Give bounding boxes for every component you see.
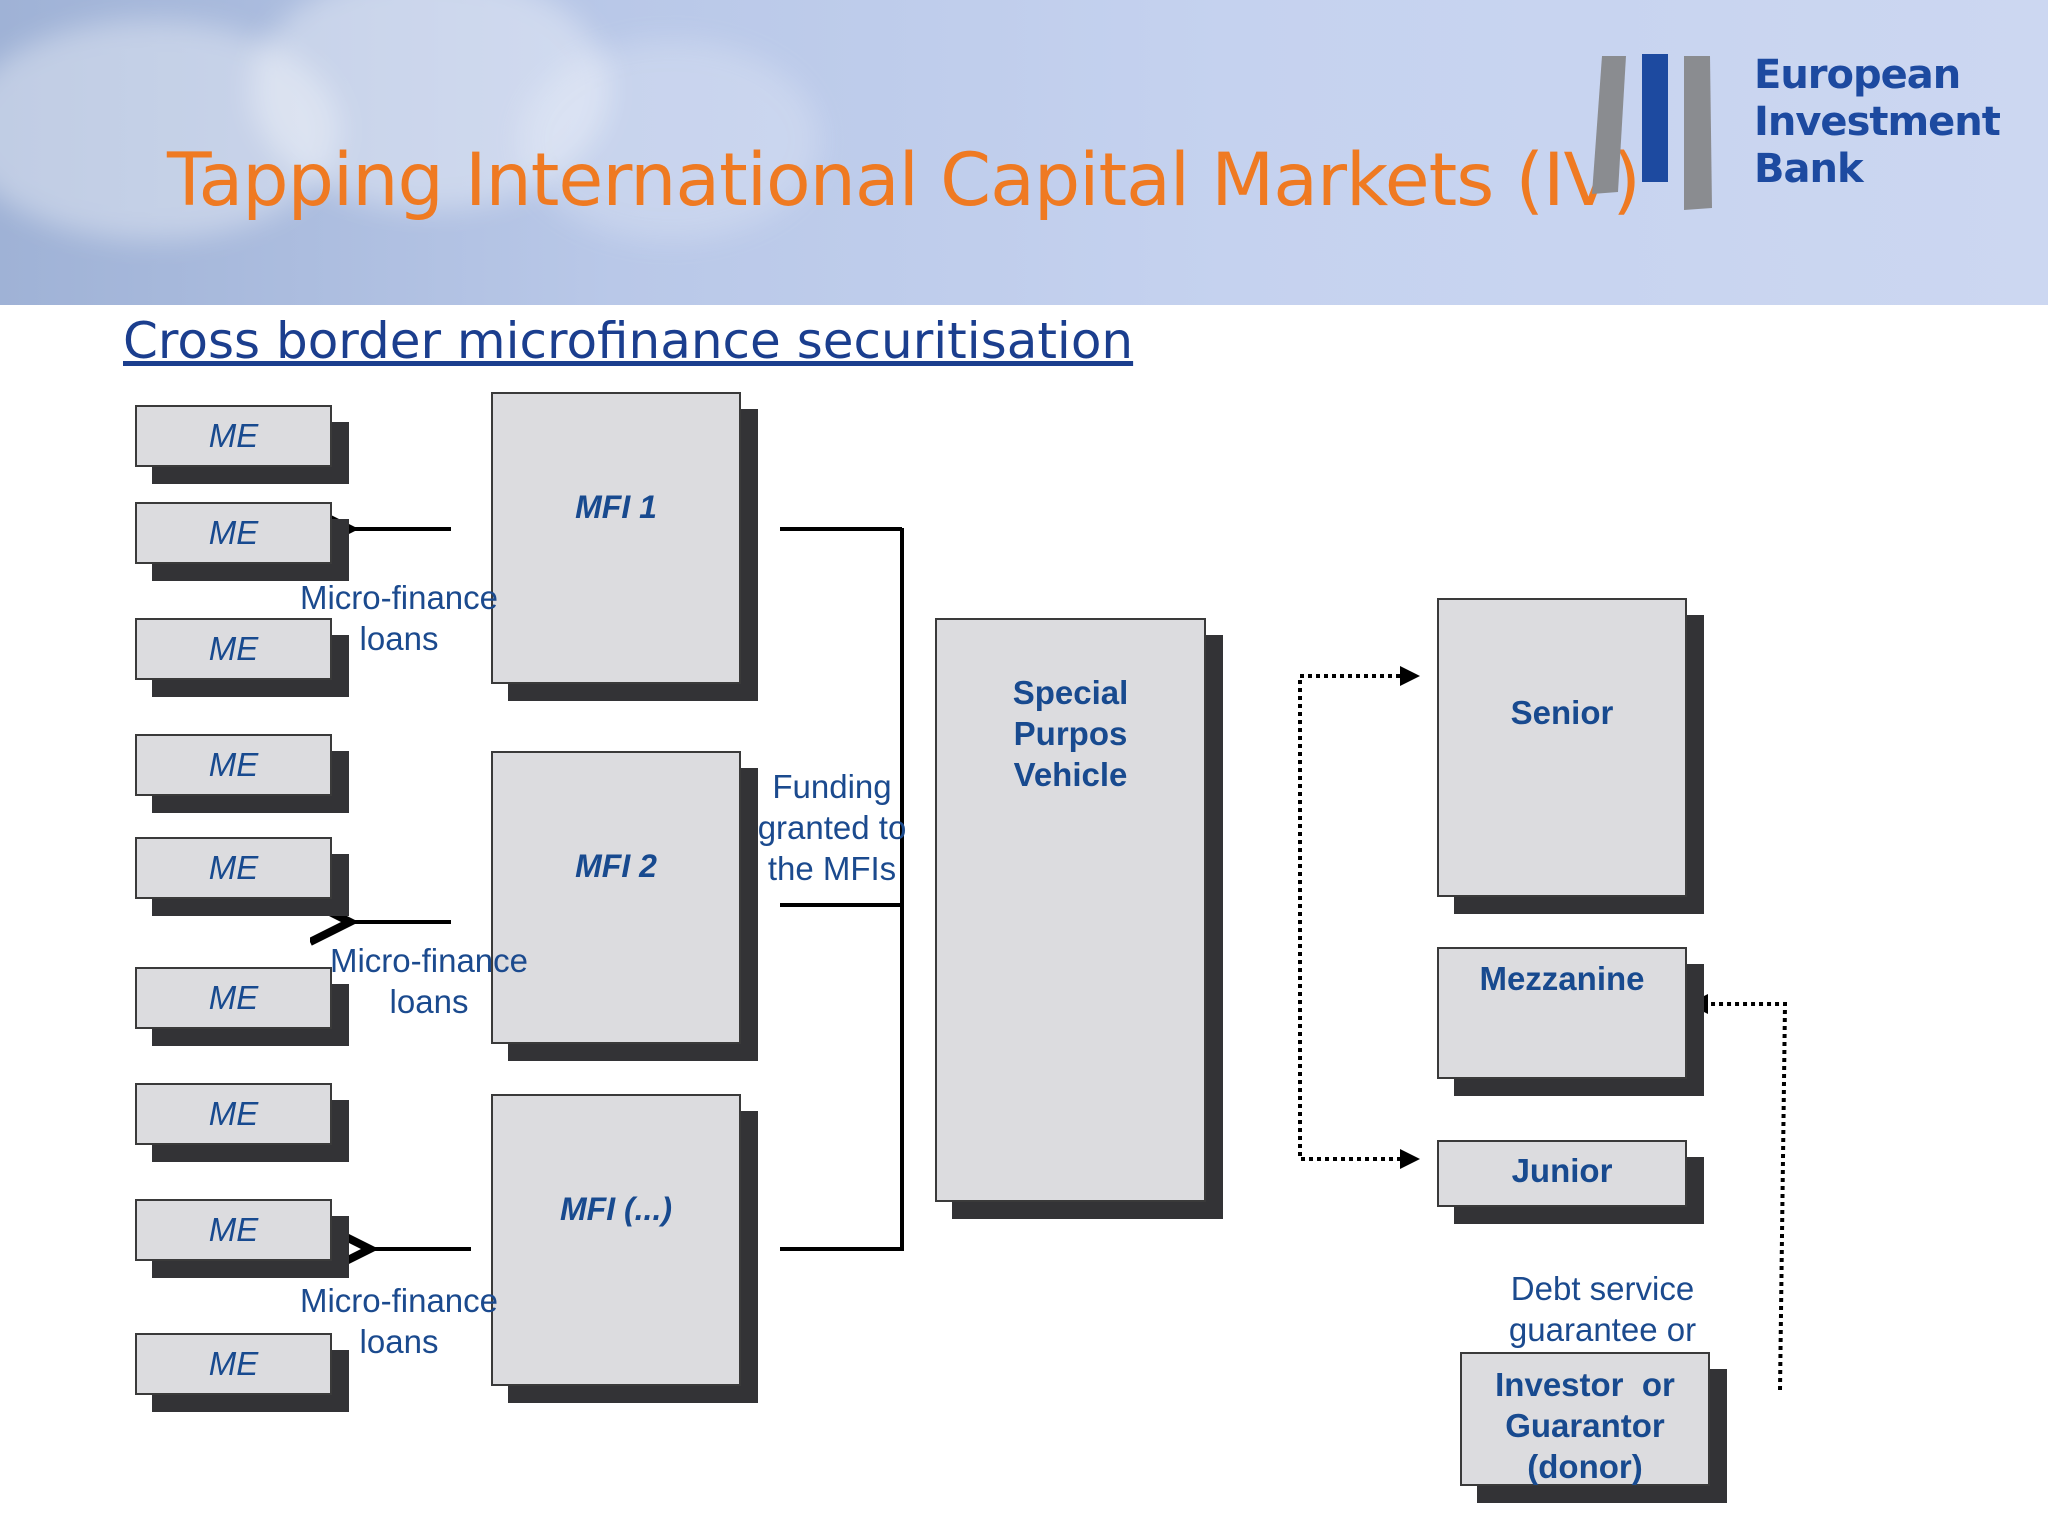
header-banner: Tapping International Capital Markets (I… <box>0 0 2048 305</box>
loans-label-3: Micro-finance loans <box>299 1282 499 1360</box>
me-box: ME <box>135 837 332 899</box>
logo-line-1: European <box>1754 52 1961 98</box>
spv-box: Special Purpos Vehicle <box>935 618 1206 1202</box>
tranche-dotted-connector <box>1298 674 1416 1161</box>
loans-label-1: Micro-finance loans <box>299 579 499 657</box>
mfi-2-label: MFI 2 <box>575 848 657 884</box>
me-box: ME <box>135 502 332 564</box>
mezzanine-label: Mezzanine <box>1479 960 1645 997</box>
guarantee-dotted-connector <box>1700 1002 1788 1391</box>
junior-tranche-box: Junior <box>1437 1140 1687 1207</box>
investor-label-3: (donor) <box>1527 1448 1643 1485</box>
funding-label: Funding granted to the MFIs <box>757 768 907 887</box>
junior-label: Junior <box>1511 1152 1613 1189</box>
mfi-1-box: MFI 1 <box>491 392 741 684</box>
me-box: ME <box>135 734 332 796</box>
guarantee-label: Debt service guarantee or <box>1508 1270 1697 1348</box>
eib-logo-icon <box>1592 54 1712 210</box>
mfi-3-box: MFI (...) <box>491 1094 741 1386</box>
spv-label-3: Vehicle <box>1013 756 1128 793</box>
eib-logo: European Investment Bank <box>1588 52 2001 222</box>
me-box: ME <box>135 1083 332 1145</box>
page-title: Tapping International Capital Markets (I… <box>167 138 1641 223</box>
spv-label-1: Special <box>1012 674 1129 711</box>
logo-line-2: Investment <box>1754 99 2001 145</box>
mfi-1-label: MFI 1 <box>575 489 657 525</box>
investor-guarantor-box: Investor or Guarantor (donor) <box>1460 1352 1710 1486</box>
me-box: ME <box>135 618 332 680</box>
senior-label: Senior <box>1510 694 1614 731</box>
me-box: ME <box>135 405 332 467</box>
mezzanine-tranche-box: Mezzanine <box>1437 947 1687 1079</box>
slide-subtitle: Cross border microfinance securitisation <box>123 312 1134 370</box>
me-box: ME <box>135 1199 332 1261</box>
senior-tranche-box: Senior <box>1437 598 1687 897</box>
spv-label-2: Purpos <box>1013 715 1128 752</box>
investor-label-2: Guarantor <box>1505 1407 1665 1444</box>
mfi-2-box: MFI 2 <box>491 751 741 1044</box>
mfi-3-label: MFI (...) <box>560 1191 672 1227</box>
investor-label-1: Investor or <box>1495 1366 1675 1403</box>
me-box: ME <box>135 1333 332 1395</box>
me-box: ME <box>135 967 332 1029</box>
logo-line-3: Bank <box>1754 146 1864 192</box>
eib-logo-text: European Investment Bank <box>1754 52 2001 193</box>
loans-label-2: Micro-finance loans <box>329 942 529 1020</box>
